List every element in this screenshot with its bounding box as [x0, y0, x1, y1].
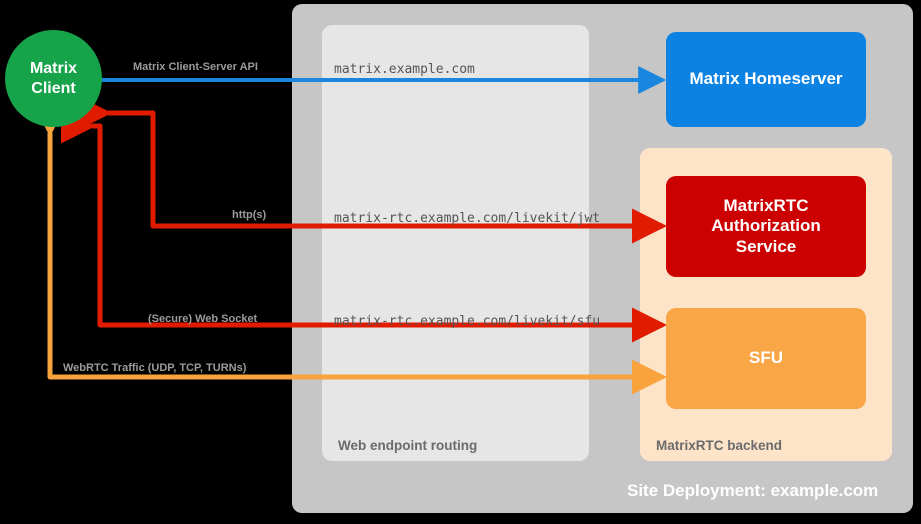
- node-sfu-label: SFU: [749, 348, 783, 368]
- protocol-label-matrix-client-server-api: Matrix Client-Server API: [133, 61, 258, 73]
- node-matrix-homeserver[interactable]: Matrix Homeserver: [666, 32, 866, 127]
- node-matrix-client[interactable]: Matrix Client: [5, 30, 102, 127]
- node-matrix-client-label: Matrix Client: [29, 60, 78, 97]
- container-label-site-deployment: Site Deployment: example.com: [627, 481, 879, 500]
- endpoint-label-livekit-jwt: matrix-rtc.example.com/livekit/jwt: [334, 211, 601, 226]
- node-matrix-homeserver-label: Matrix Homeserver: [689, 69, 843, 89]
- node-matrixrtc-authorization-service[interactable]: MatrixRTC Authorization Service: [666, 176, 866, 277]
- container-label-web-endpoint-routing: Web endpoint routing: [338, 438, 478, 453]
- protocol-label-https: http(s): [232, 209, 267, 221]
- endpoint-label-livekit-sfu: matrix-rtc.example.com/livekit/sfu: [334, 314, 601, 329]
- protocol-label-webrtc-traffic: WebRTC Traffic (UDP, TCP, TURNs): [63, 362, 247, 374]
- node-sfu[interactable]: SFU: [666, 308, 866, 409]
- endpoint-label-matrix-example-com: matrix.example.com: [334, 62, 475, 77]
- protocol-label-secure-web-socket: (Secure) Web Socket: [148, 313, 258, 325]
- container-label-matrixrtc-backend: MatrixRTC backend: [656, 438, 783, 453]
- container-web-endpoint-routing: [322, 25, 589, 461]
- node-matrixrtc-authorization-service-label: MatrixRTC Authorization Service: [711, 195, 821, 256]
